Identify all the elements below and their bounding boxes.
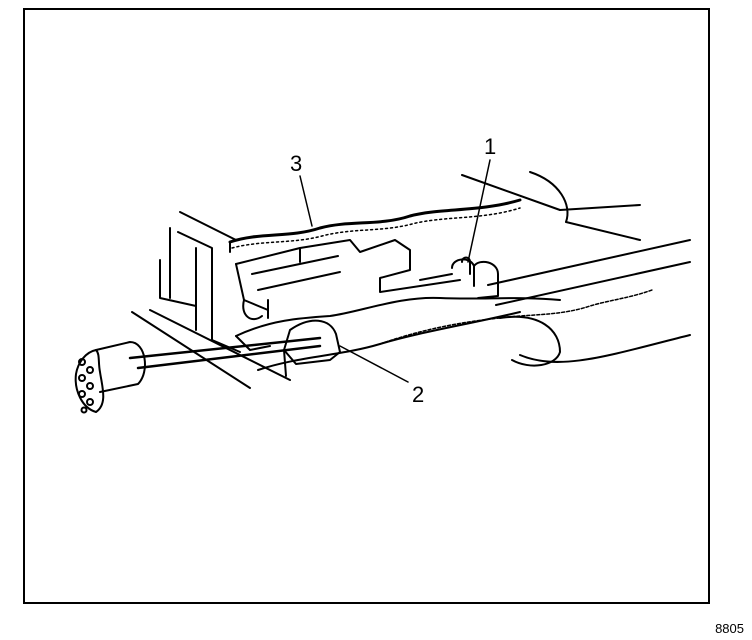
sealant-bead bbox=[228, 198, 522, 253]
tank-shield bbox=[235, 239, 461, 321]
retaining-clip bbox=[419, 256, 499, 299]
callout-3: 3 bbox=[290, 151, 303, 176]
mounting-bracket bbox=[159, 227, 241, 353]
callout-1: 1 bbox=[484, 134, 497, 159]
frame-rail bbox=[131, 171, 691, 389]
illustration-frame bbox=[23, 8, 710, 604]
hose-strap bbox=[235, 289, 653, 377]
figure-number: 8805 bbox=[715, 621, 744, 636]
pry-tool bbox=[74, 336, 322, 414]
callout-2: 2 bbox=[412, 382, 425, 407]
leader-lines bbox=[299, 159, 491, 383]
